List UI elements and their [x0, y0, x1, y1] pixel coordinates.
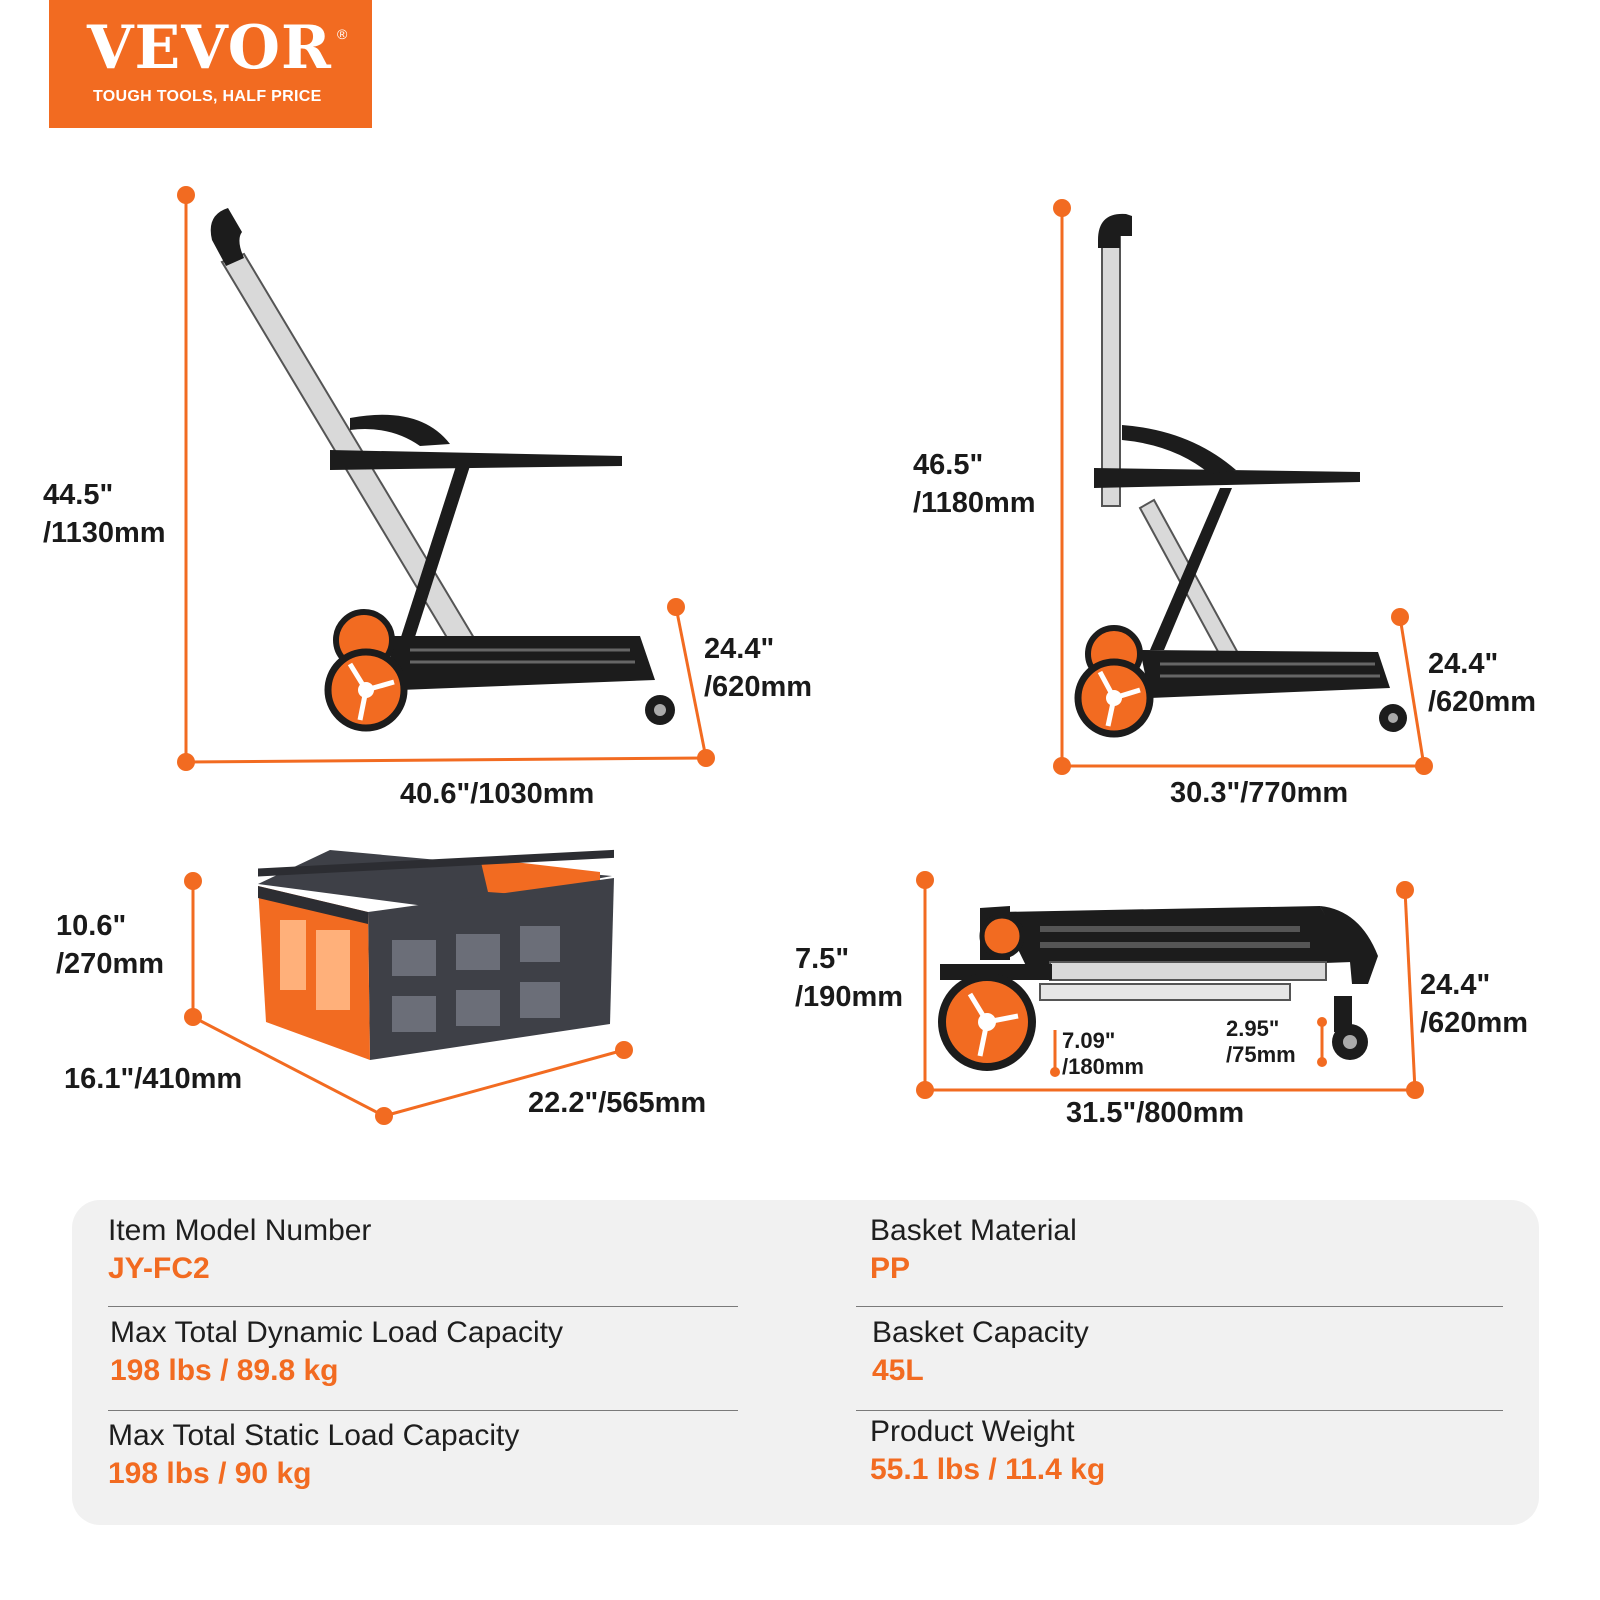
- spec-weight-value: 55.1 lbs / 11.4 kg: [870, 1453, 1106, 1486]
- spec-weight-label: Product Weight: [870, 1415, 1075, 1448]
- spec-model-value: JY-FC2: [108, 1252, 210, 1285]
- spec-divider: [108, 1410, 738, 1411]
- folded-depth-mm: /620mm: [1420, 1007, 1529, 1039]
- product-dimension-drawings: [177, 186, 1433, 1125]
- folded-height-mm: /190mm: [795, 981, 904, 1013]
- folded-height-label: 7.5" /190mm: [795, 940, 903, 1016]
- upright-depth-in: 24.4": [1428, 648, 1499, 680]
- side-height-mm: /1130mm: [43, 517, 166, 549]
- folded-wheel-label: 7.09" /180mm: [1062, 1028, 1144, 1080]
- folded-caster-in: 2.95": [1226, 1016, 1280, 1041]
- spec-divider: [856, 1410, 1503, 1411]
- brand-name: VEVOR: [87, 13, 332, 83]
- folded-depth-in: 24.4": [1420, 969, 1491, 1001]
- upright-length-label: 30.3"/770mm: [1170, 777, 1349, 809]
- folded-wheel-in: 7.09": [1062, 1028, 1116, 1053]
- side-length-label: 40.6"/1030mm: [400, 778, 595, 810]
- folded-height-in: 7.5": [795, 943, 850, 975]
- folded-caster-mm: /75mm: [1226, 1042, 1296, 1067]
- folded-depth-label: 24.4" /620mm: [1420, 966, 1528, 1042]
- cart-folded-view: [916, 871, 1424, 1099]
- side-height-label: 44.5" /1130mm: [43, 476, 166, 552]
- cart-unfolded-upright-view: [1053, 199, 1433, 775]
- brand-tagline: TOUGH TOOLS, HALF PRICE: [93, 88, 322, 105]
- folded-caster-label: 2.95" /75mm: [1226, 1016, 1296, 1068]
- basket-view: [184, 849, 633, 1125]
- spec-model-label: Item Model Number: [108, 1214, 372, 1247]
- spec-basket-capacity-value: 45L: [872, 1354, 924, 1387]
- side-height-in: 44.5": [43, 479, 114, 511]
- specifications-panel: Item Model Number JY-FC2 Basket Material…: [72, 1200, 1539, 1525]
- side-depth-mm: /620mm: [704, 671, 813, 703]
- folded-length-label: 31.5"/800mm: [1066, 1097, 1245, 1129]
- folded-wheel-mm: /180mm: [1062, 1054, 1144, 1079]
- upright-height-mm: /1180mm: [913, 487, 1036, 519]
- cart-unfolded-side-view: [177, 186, 715, 771]
- spec-basket-capacity-label: Basket Capacity: [872, 1316, 1089, 1349]
- spec-basket-material-label: Basket Material: [870, 1214, 1077, 1247]
- basket-width-label: 16.1"/410mm: [64, 1063, 243, 1095]
- spec-divider: [108, 1306, 738, 1307]
- upright-height-in: 46.5": [913, 449, 984, 481]
- basket-height-label: 10.6" /270mm: [56, 907, 164, 983]
- spec-divider: [856, 1306, 1503, 1307]
- spec-dynamic-load-value: 198 lbs / 89.8 kg: [110, 1354, 339, 1387]
- basket-height-mm: /270mm: [56, 948, 165, 980]
- basket-length-label: 22.2"/565mm: [528, 1087, 707, 1119]
- spec-dynamic-load-label: Max Total Dynamic Load Capacity: [110, 1316, 563, 1349]
- brand-logo: VEVOR ® TOUGH TOOLS, HALF PRICE: [49, 0, 372, 128]
- registered-mark: ®: [337, 26, 348, 42]
- spec-static-load-value: 198 lbs / 90 kg: [108, 1457, 312, 1490]
- spec-basket-material-value: PP: [870, 1252, 911, 1285]
- upright-depth-mm: /620mm: [1428, 686, 1537, 718]
- upright-depth-label: 24.4" /620mm: [1428, 645, 1536, 721]
- side-depth-label: 24.4" /620mm: [704, 630, 812, 706]
- side-depth-in: 24.4": [704, 633, 775, 665]
- spec-static-load-label: Max Total Static Load Capacity: [108, 1419, 520, 1452]
- basket-height-in: 10.6": [56, 910, 127, 942]
- upright-height-label: 46.5" /1180mm: [913, 446, 1036, 522]
